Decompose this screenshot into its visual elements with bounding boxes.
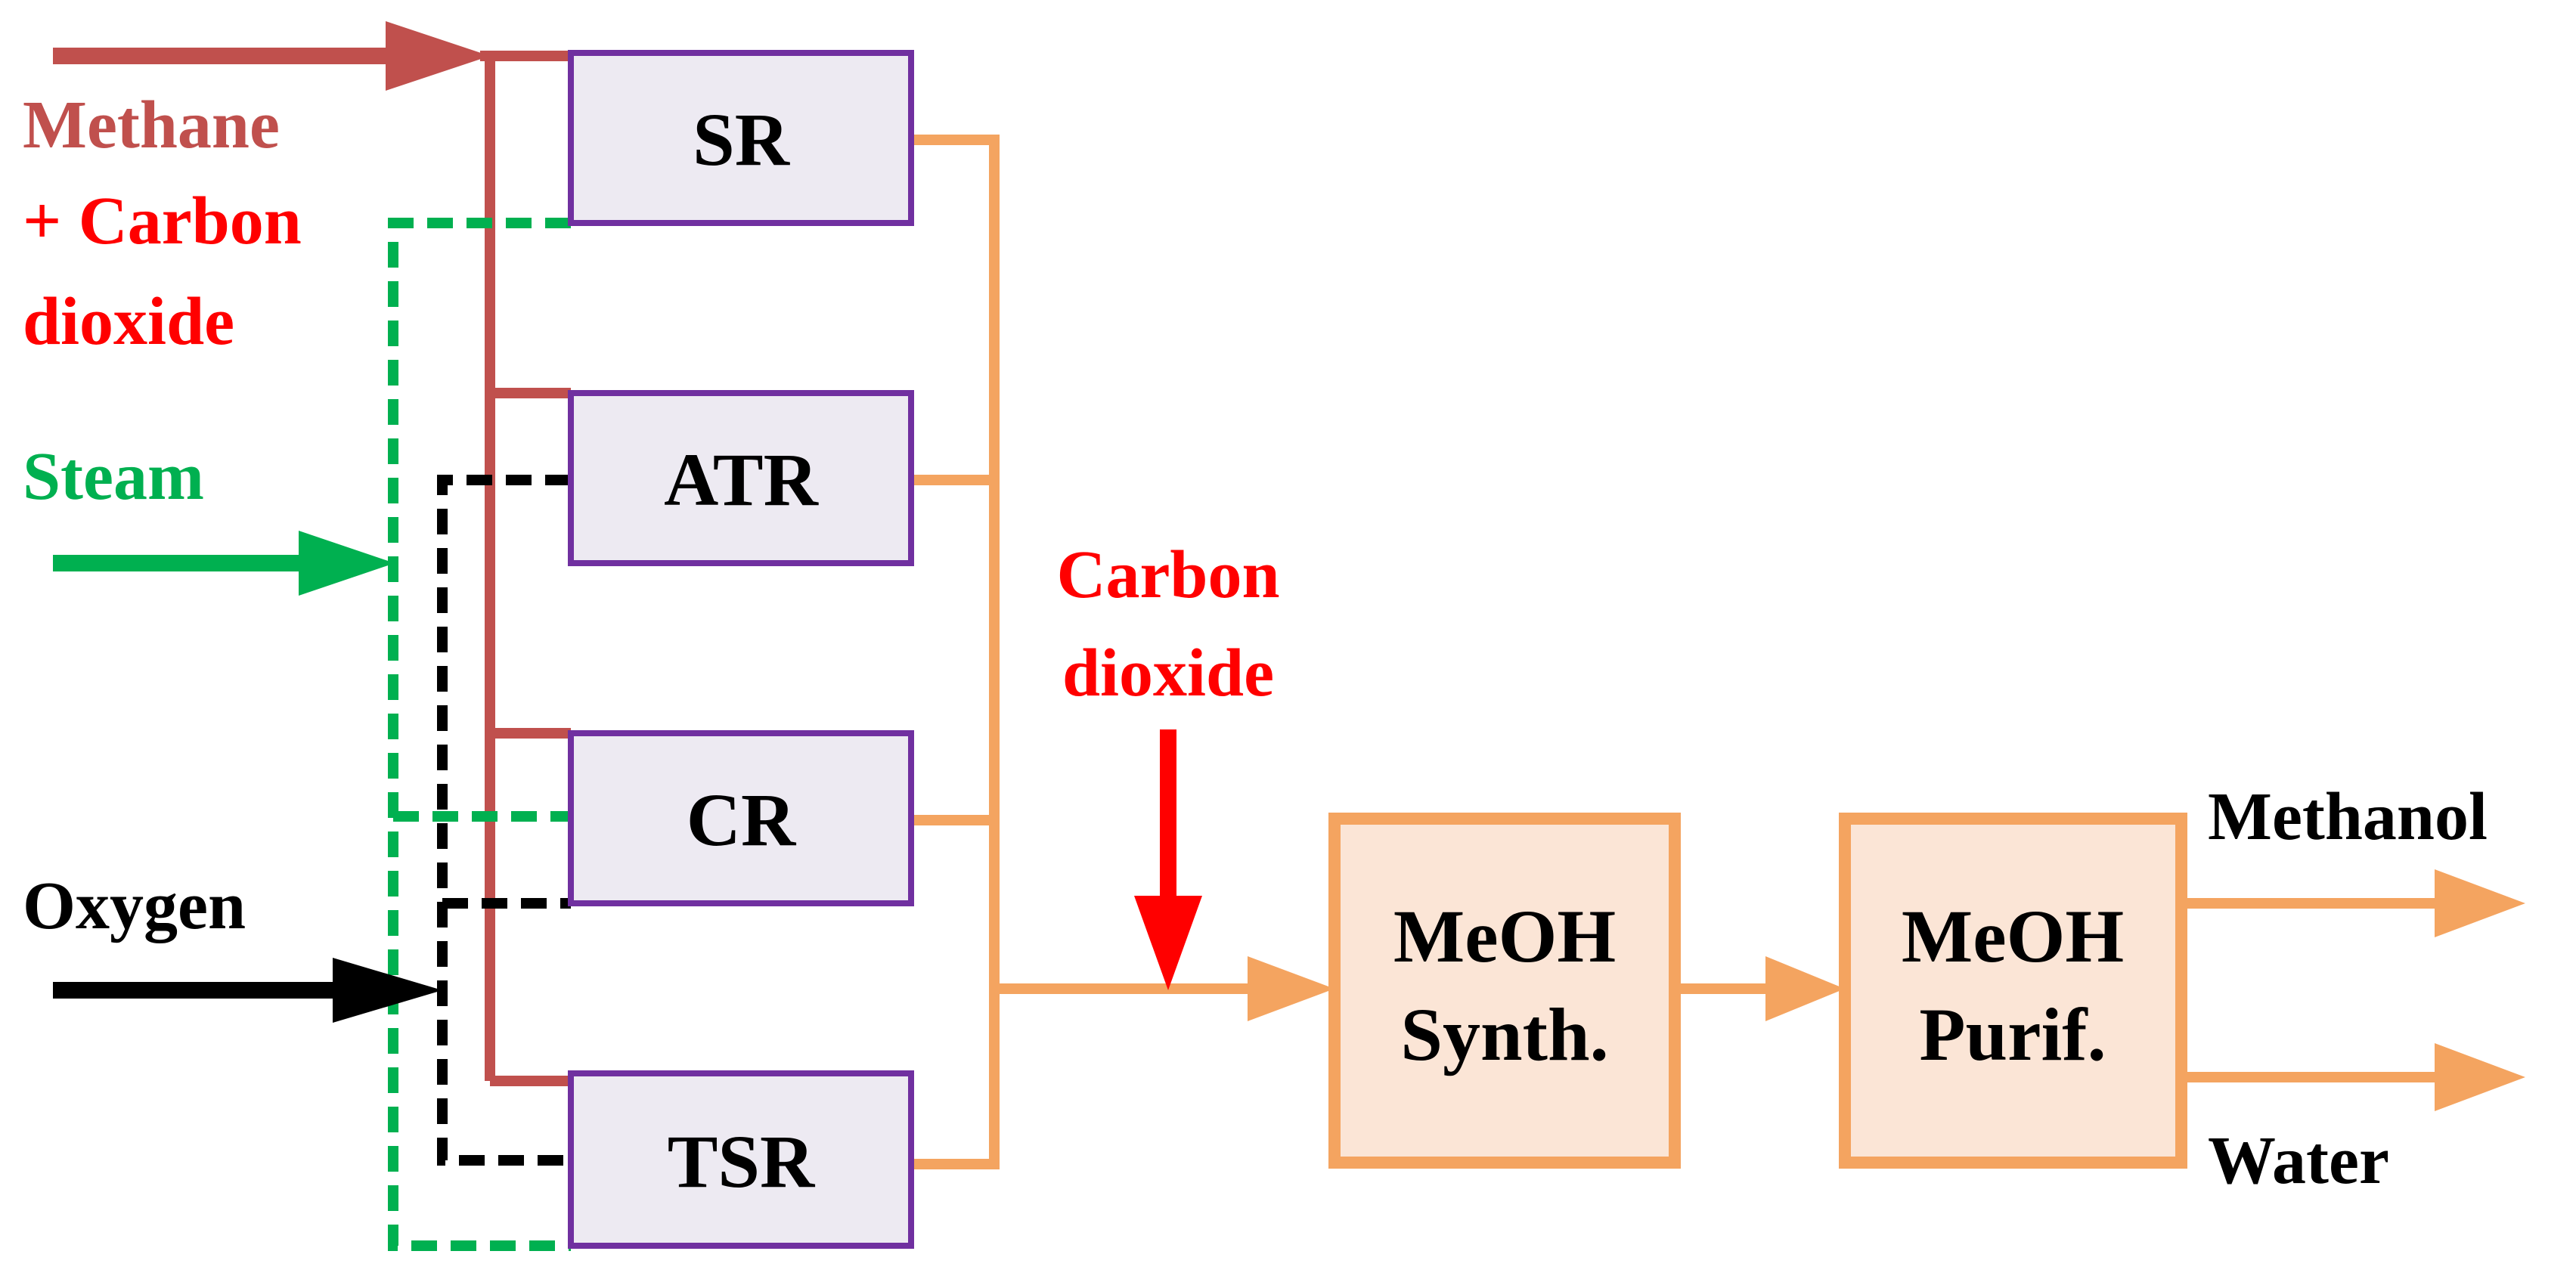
- methanol-output-label: Methanol: [2208, 779, 2488, 854]
- co2-label-line1: Carbon: [1056, 537, 1279, 612]
- meoh-synthesis-block: MeOH Synth.: [1328, 813, 1681, 1169]
- methane-label-line2: + Carbon: [23, 184, 302, 259]
- oxygen-label: Oxygen: [23, 869, 246, 943]
- meoh-purification-block: MeOH Purif.: [1839, 813, 2187, 1169]
- reformer-atr: ATR: [568, 390, 914, 566]
- reformer-tsr-label: TSR: [668, 1120, 816, 1203]
- meoh-synth-line2: Synth.: [1400, 993, 1608, 1076]
- water-output-label: Water: [2208, 1123, 2389, 1198]
- steam-arrowhead: [299, 531, 395, 596]
- reformer-atr-label: ATR: [664, 438, 819, 522]
- oxygen-feed-lines: [437, 475, 571, 1166]
- synth-to-purif-arrowhead: [1765, 956, 1845, 1021]
- meoh-synth-line1: MeOH: [1393, 894, 1616, 978]
- reformer-cr: CR: [568, 730, 914, 906]
- meoh-purif-line2: Purif.: [1919, 993, 2106, 1076]
- reformer-sr-label: SR: [693, 98, 791, 181]
- reformer-sr: SR: [568, 50, 914, 226]
- syngas-to-synth-arrowhead: [1248, 956, 1334, 1021]
- syngas-collector-lines: [911, 135, 2446, 1169]
- oxygen-arrowhead: [333, 958, 442, 1023]
- methanol-output-arrowhead: [2435, 869, 2525, 937]
- meoh-purif-line1: MeOH: [1902, 894, 2124, 978]
- co2-injection-arrowhead: [1134, 896, 1202, 990]
- reformer-tsr: TSR: [568, 1070, 914, 1249]
- steam-label: Steam: [23, 439, 204, 514]
- methane-label-line1: Methane: [23, 88, 280, 163]
- reformer-cr-label: CR: [687, 778, 797, 862]
- steam-feed-lines: [388, 218, 571, 1251]
- co2-label-line2: dioxide: [1062, 636, 1274, 711]
- water-output-arrowhead: [2435, 1043, 2525, 1111]
- methane-label-line3: dioxide: [23, 284, 234, 359]
- methane-arrowhead: [386, 21, 490, 91]
